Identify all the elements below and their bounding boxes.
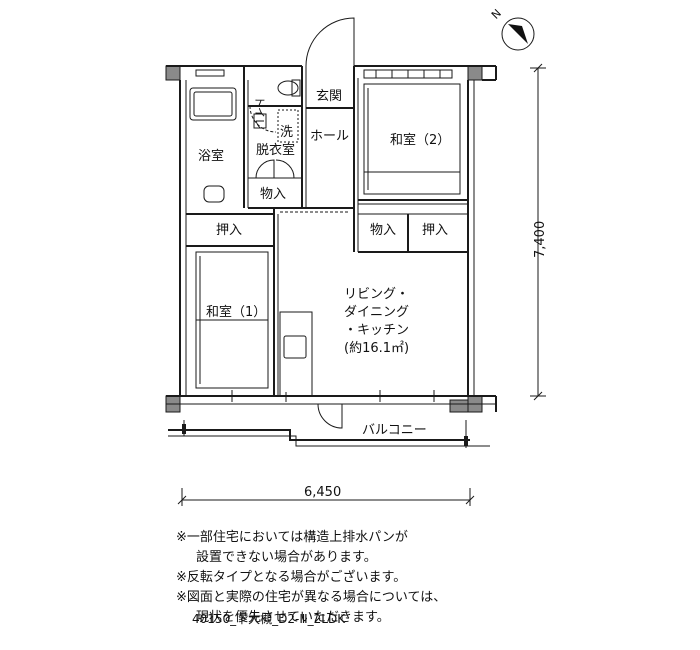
fixtures <box>189 79 313 397</box>
kitchen-counter <box>279 311 313 397</box>
label-ldk-line4: (約16.1㎡) <box>344 341 409 356</box>
label-bath: 浴室 <box>198 148 224 164</box>
entrance-door <box>305 17 355 67</box>
label-oshiire-right: 押入 <box>422 223 448 238</box>
label-balcony: バルコニー <box>362 423 427 438</box>
compass: N <box>489 7 535 51</box>
wash-basin <box>277 109 299 143</box>
note-line: ※一部住宅においては構造上排水パンが <box>176 530 408 545</box>
compass-circle <box>501 17 535 51</box>
corner-column <box>449 399 469 413</box>
outer-walls <box>165 65 497 413</box>
balcony-door <box>317 403 343 429</box>
label-oshiire-left: 押入 <box>216 223 242 238</box>
note-line: ※反転タイプとなる場合がございます。 <box>176 570 407 585</box>
dimension-lines: 7,400 6,450 <box>177 63 548 506</box>
label-wash: 洗 <box>280 125 293 140</box>
dimension-width: 6,450 <box>304 485 341 500</box>
doors <box>231 17 435 429</box>
toilet-fixture <box>277 80 299 96</box>
plan-code: 40150_下大槻_D2-Ⅲ_2LDK <box>192 612 346 626</box>
label-closet-small: 物入 <box>260 187 286 202</box>
corner-column <box>467 65 483 81</box>
label-ldk-line1: リビング・ <box>344 287 409 302</box>
label-toilet: トイレ <box>253 96 266 129</box>
label-ldk-line2: ダイニング <box>344 305 409 320</box>
room-labels: トイレ 玄関 ホール 浴室 洗 脱衣室 物入 和室（2） 押入 物入 押入 和室… <box>198 89 450 438</box>
label-closet-right: 物入 <box>370 223 396 238</box>
interior-walls <box>186 66 468 396</box>
bathtub <box>189 87 237 121</box>
label-entrance: 玄関 <box>316 89 342 104</box>
label-dressing: 脱衣室 <box>256 142 295 158</box>
label-washitsu2: 和室（2） <box>390 132 450 148</box>
compass-north-label: N <box>489 7 504 22</box>
label-ldk-line3: ・キッチン <box>344 323 409 338</box>
corner-column <box>165 65 181 81</box>
label-hall: ホール <box>310 129 349 144</box>
dimension-height: 7,400 <box>533 221 548 258</box>
bath-fixture <box>203 185 225 203</box>
kitchen-sink <box>283 335 307 359</box>
notes: ※一部住宅においては構造上排水パンが 設置できない場合があります。 ※反転タイプ… <box>176 528 446 628</box>
balcony <box>168 420 490 448</box>
note-line: 設置できない場合があります。 <box>196 550 377 565</box>
note-line: 現状を優先させていただきます。 <box>196 610 390 625</box>
compass-needle <box>508 24 528 44</box>
label-washitsu1: 和室（1） <box>206 304 266 320</box>
note-line: ※図面と実際の住宅が異なる場合については、 <box>176 590 447 605</box>
